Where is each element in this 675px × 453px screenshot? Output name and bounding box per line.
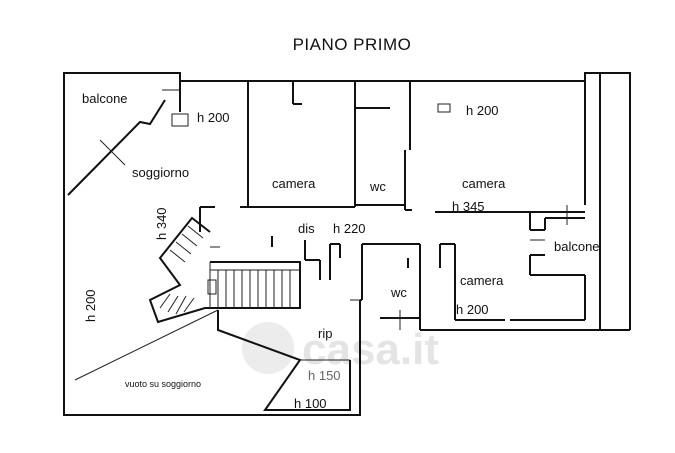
label-h150: h 150 xyxy=(308,368,341,383)
label-h200-c: h 200 xyxy=(456,302,489,317)
label-camera-3: camera xyxy=(460,273,504,288)
label-balcone-nw: balcone xyxy=(82,91,128,106)
balcone-nw-railing xyxy=(67,89,180,196)
label-h340: h 340 xyxy=(154,207,169,240)
label-wc-1: wc xyxy=(369,179,386,194)
label-h345: h 345 xyxy=(452,199,485,214)
watermark-text: casa.it xyxy=(302,325,439,374)
label-h200-a: h 200 xyxy=(197,110,230,125)
label-balcone-e: balcone xyxy=(554,239,600,254)
label-h200-b: h 200 xyxy=(466,103,499,118)
lower-walls xyxy=(199,207,505,330)
outer-walls xyxy=(63,72,631,416)
label-soggiorno: soggiorno xyxy=(132,165,189,180)
label-h200-d: h 200 xyxy=(83,289,98,322)
label-vuoto: vuoto su soggiorno xyxy=(125,379,201,389)
label-wc-2: wc xyxy=(390,285,407,300)
interior-walls xyxy=(171,73,601,330)
label-h100: h 100 xyxy=(294,396,327,411)
label-h220: h 220 xyxy=(333,221,366,236)
label-rip: rip xyxy=(318,326,332,341)
watermark: casa.it xyxy=(242,322,439,374)
staircase xyxy=(148,216,301,324)
label-camera-1: camera xyxy=(272,176,316,191)
label-camera-2: camera xyxy=(462,176,506,191)
void-line xyxy=(74,309,351,411)
plan-title: PIANO PRIMO xyxy=(293,35,412,54)
label-dis: dis xyxy=(298,221,315,236)
